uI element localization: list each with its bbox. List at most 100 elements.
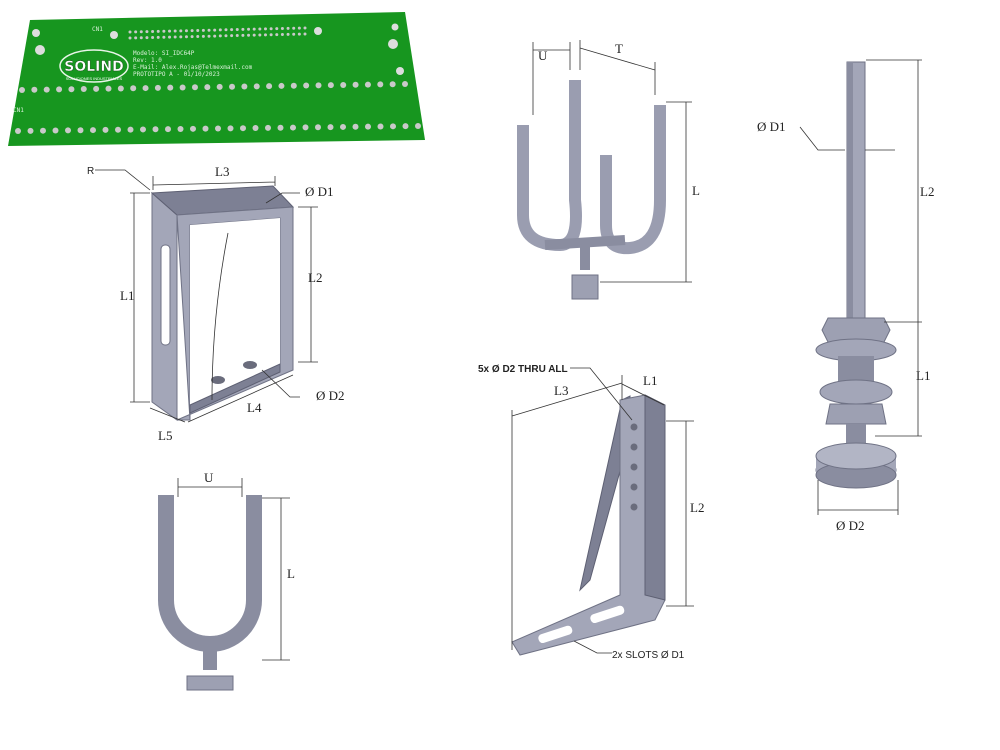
pcb-pad-row-bottom <box>15 123 421 134</box>
pcb-pad <box>218 28 222 32</box>
pcb-pad <box>415 123 421 129</box>
pcb-pad <box>252 125 259 132</box>
pcb-pad <box>275 27 279 31</box>
pcb-pad <box>352 81 359 88</box>
pcb-pad <box>402 123 409 130</box>
pcb-pad <box>65 127 71 134</box>
pcb-pad <box>389 81 396 88</box>
pcb-pad <box>258 27 262 31</box>
pcb-pad <box>162 35 166 39</box>
pcb-pad <box>115 126 121 133</box>
angle-bracket-drawing: 5x Ø D2 THRU ALL 2x SLOTS Ø D1 L3 L1 L2 <box>478 364 704 661</box>
pcb-pad <box>252 33 256 37</box>
pcb-header-pins <box>128 26 307 40</box>
pcb-pad <box>302 124 309 131</box>
pcb-pad <box>151 29 155 33</box>
pcb-pad <box>184 29 188 33</box>
pcb-pad <box>213 34 217 38</box>
pcb-pad <box>31 86 38 93</box>
pcb-pad <box>218 34 222 38</box>
pcb-pad <box>297 32 301 36</box>
pcb-pad <box>278 82 285 89</box>
pcb-pad <box>154 84 161 91</box>
svg-text:R: R <box>87 166 94 177</box>
svg-text:L2: L2 <box>920 184 934 199</box>
pcb-pad <box>213 28 217 32</box>
pcb-pad <box>128 30 132 34</box>
pcb-pad <box>263 33 267 37</box>
pcb-pad <box>215 125 221 132</box>
svg-text:Ø D2: Ø D2 <box>836 518 865 533</box>
pcb-pad <box>167 84 174 91</box>
pcb-pad <box>19 87 25 93</box>
pcb-pad <box>303 82 310 89</box>
svg-text:L5: L5 <box>158 428 172 443</box>
svg-text:5x Ø D2 THRU ALL: 5x Ø D2 THRU ALL <box>478 364 568 375</box>
solind-logo <box>59 49 129 83</box>
svg-text:U: U <box>204 470 214 485</box>
pcb-pad <box>286 26 290 30</box>
pcb-pad <box>139 30 143 34</box>
svg-text:SOLUCIONES INDUSTRIALES: SOLUCIONES INDUSTRIALES <box>66 76 123 81</box>
pcb-pad <box>230 34 234 38</box>
pcb-pad <box>165 126 171 133</box>
pcb-pad <box>286 32 290 36</box>
pcb-pad <box>52 127 59 134</box>
svg-text:L: L <box>692 183 700 198</box>
pcb-pad <box>127 126 134 133</box>
pcb-pad <box>145 36 149 40</box>
svg-text:Ø D1: Ø D1 <box>757 119 786 134</box>
pcb-pad <box>265 124 271 131</box>
svg-text:2x SLOTS Ø D1: 2x SLOTS Ø D1 <box>612 650 685 661</box>
pcb-pad <box>269 33 273 37</box>
pcb-pad-row-top <box>19 81 408 93</box>
svg-text:L: L <box>287 566 295 581</box>
pcb-pad <box>128 36 132 40</box>
leveling-foot-drawing: Ø D1 L2 L1 Ø D2 <box>757 59 934 533</box>
pcb-pad <box>266 83 273 90</box>
pcb-pad <box>263 27 267 31</box>
pcb-pad <box>258 33 262 37</box>
pcb-pad <box>327 82 334 89</box>
pcb-pad <box>68 86 75 93</box>
pcb-pad <box>229 83 236 90</box>
pcb-pad <box>377 81 384 88</box>
svg-text:L2: L2 <box>308 270 322 285</box>
svg-text:L3: L3 <box>215 164 229 179</box>
pcb-pad <box>27 127 34 134</box>
pcb-pad <box>134 30 138 34</box>
pcb-pad <box>196 34 200 38</box>
pcb-pad <box>207 28 211 32</box>
pcb-board: SOLIND SOLUCIONES INDUSTRIALES Modelo: S… <box>8 12 425 146</box>
pcb-pad <box>162 29 166 33</box>
frame-bracket-drawing: R L1 L2 L3 L4 L5 Ø D1 Ø D2 <box>87 164 345 443</box>
pcb-pad <box>56 86 63 93</box>
pcb-email: E-Mail: Alex.Rojas@Telmexmail.com <box>133 64 253 71</box>
pcb-pad <box>77 127 84 134</box>
pcb-pad <box>134 36 138 40</box>
pcb-pad <box>247 27 251 31</box>
pcb-pad <box>152 126 159 133</box>
pcb-pad <box>179 29 183 33</box>
pcb-pad <box>290 82 297 89</box>
pcb-pad <box>151 35 155 39</box>
pcb-pad <box>130 85 137 92</box>
pcb-pad <box>156 29 160 33</box>
pcb-pad <box>269 27 273 31</box>
pcb-pad <box>275 33 279 37</box>
pcb-pad <box>290 124 296 131</box>
pcb-pad <box>140 126 146 133</box>
pcb-pad <box>280 33 284 37</box>
pcb-pad <box>204 84 211 91</box>
pcb-pad <box>168 35 172 39</box>
pcb-pad <box>227 125 234 132</box>
svg-text:Ø D2: Ø D2 <box>316 388 345 403</box>
pcb-pad <box>190 125 196 132</box>
pcb-pad <box>365 123 371 130</box>
pcb-pad <box>352 123 359 130</box>
pcb-pad <box>40 127 46 134</box>
pcb-pad <box>340 123 346 130</box>
pcb-pad <box>230 28 234 32</box>
pcb-prototype: PROTOTIPO A - 01/10/2023 <box>133 71 220 78</box>
